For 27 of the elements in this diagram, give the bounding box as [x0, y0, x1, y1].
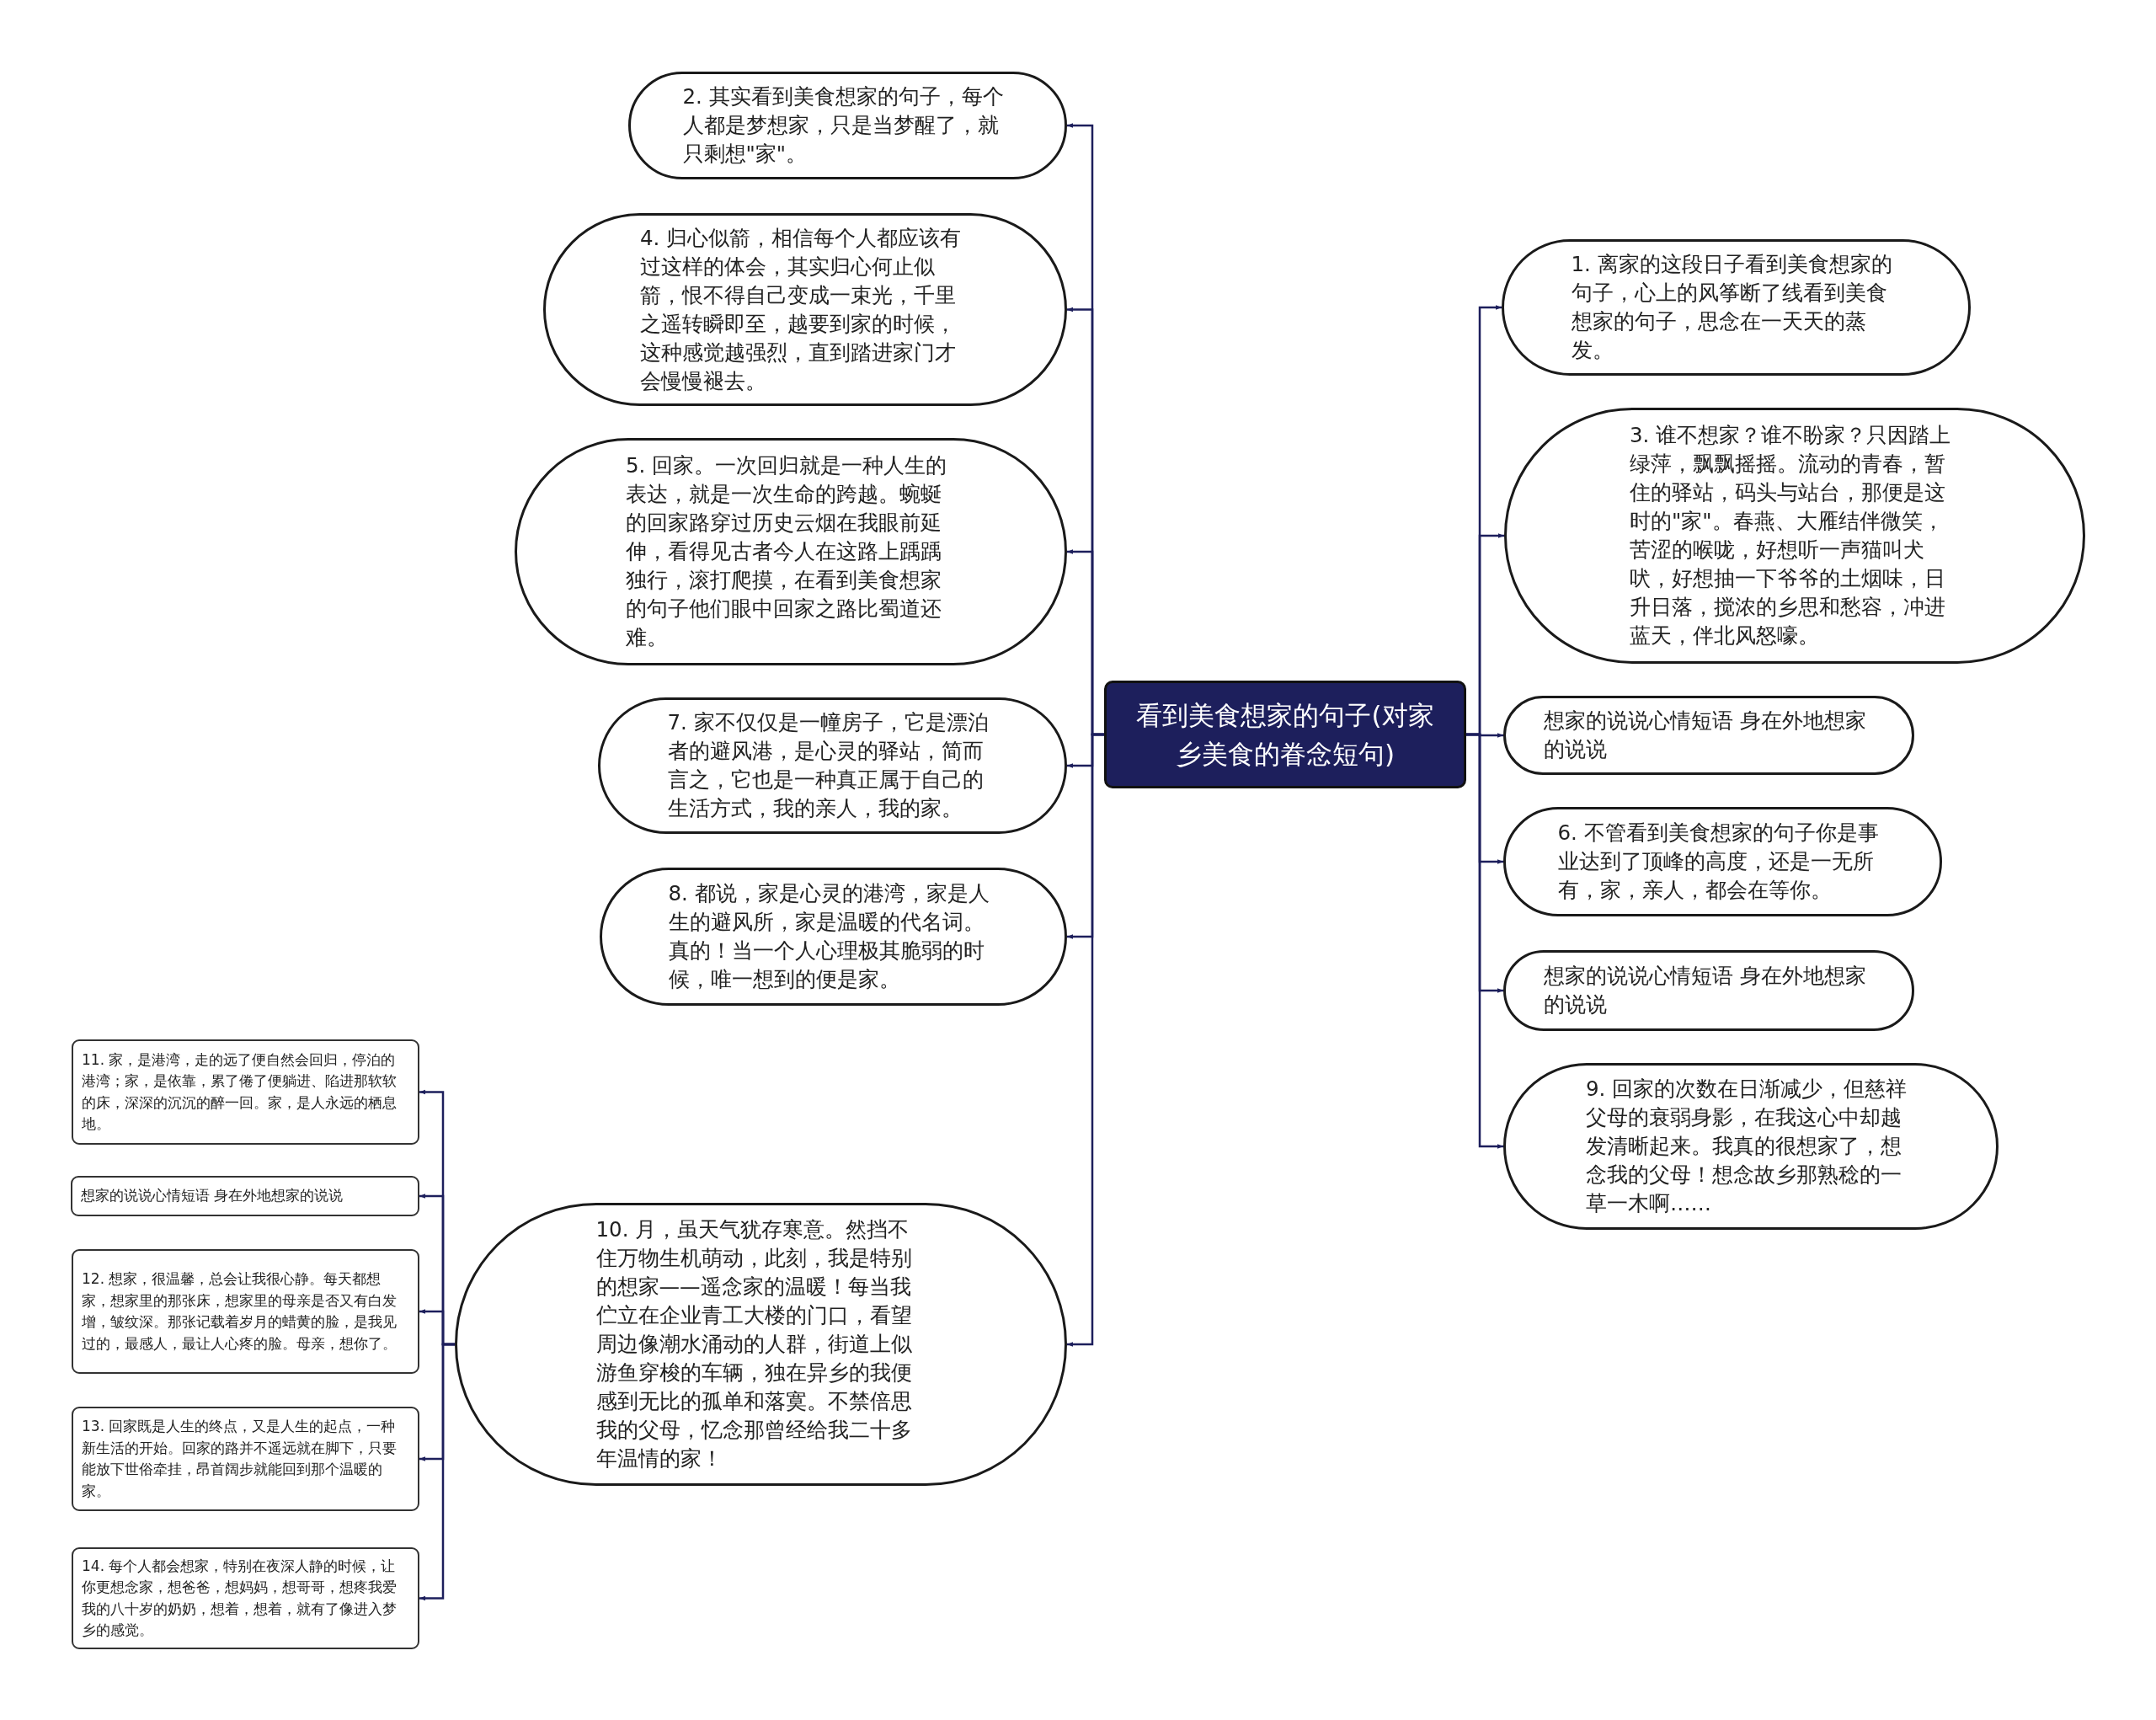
node-text: 13. 回家既是人生的终点，又是人生的起点，一种新生活的开始。回家的路并不遥远就在脚下，只要能放下世俗牵挂，昂首阔步就能回到那个温暖的家。: [82, 1417, 398, 1501]
node-text: 5. 回家。一次回归就是一种人生的表达，就是一次生命的跨越。蜿蜒的回家路穿过历史云烟在我眼前延伸，看得见古者今人在这路上踽踽独行，滚打爬摸，在看到美食想家的句子他们眼中回家之路比蜀道还难。: [626, 452, 948, 651]
connector-arrow: [1067, 733, 1104, 1347]
node-text: 3. 谁不想家？谁不盼家？只因踏上绿萍，飘飘摇摇。流动的青春，暂住的驿站，码头与站台，那便是这时的"家"。春燕、大雁结伴微笑，苦涩的喉咙，好想听一声猫叫犬吠，好想抽一下爷爷的土烟味，日升日落，搅浓的乡思和愁容，冲进蓝天，伴北风怒嚎。: [1630, 422, 1952, 649]
connector-arrow: [1466, 733, 1503, 1149]
subtopic-box: [72, 1407, 419, 1511]
node-text: 看到美食想家的句子(对家乡美食的眷念短句): [1135, 699, 1435, 771]
subtopic-box: [72, 1249, 419, 1374]
node-text: 9. 回家的次数在日渐减少，但慈祥父母的衰弱身影，在我这心中却越发清晰起来。我真的很想家了，想念我的父母！想念故乡那熟稔的一草一木啊……: [1586, 1076, 1908, 1217]
node-text: 12. 想家，很温馨，总会让我很心静。每天都想家，想家里的那张床，想家里的母亲是否又有白发增，皱纹深。那张记载着岁月的蜡黄的脸，是我见过的，最感人，最让人心疼的脸。母亲，想你了。: [82, 1269, 398, 1354]
subtopic-box: [72, 1039, 419, 1145]
node-text: 7. 家不仅仅是一幢房子，它是漂泊者的避风港，是心灵的驿站，简而言之，它也是一种真正属于自己的生活方式，我的亲人，我的家。: [667, 709, 990, 822]
node-text: 6. 不管看到美食想家的句子你是事业达到了顶峰的高度，还是一无所有，家，亲人，都会在等你。: [1557, 820, 1880, 904]
node-text: 4. 归心似箭，相信每个人都应该有过这样的体会，其实归心何止似箭，恨不得自己变成一束光，千里之遥转瞬即至，越要到家的时候，这种感觉越强烈，直到踏进家门才会慢慢褪去。: [640, 224, 963, 395]
node-text: 想家的说说心情短语 身在外地想家的说说: [1544, 708, 1867, 763]
node-text: 14. 每个人都会想家，特别在夜深人静的时候，让你更想念家，想爸爸，想妈妈，想哥哥，想疼我爱我的八十岁的奶奶，想着，想着，就有了像进入梦乡的感觉。: [82, 1556, 398, 1640]
node-text: 想家的说说心情短语 身在外地想家的说说: [1544, 963, 1867, 1018]
subtopic-box: [71, 1176, 419, 1216]
node-text: 10. 月，虽天气犹存寒意。然挡不住万物生机萌动，此刻，我是特别的想家——遥念家的温暖！每当我伫立在企业青工大楼的门口，看望周边像潮水涌动的人群，街道上似游鱼穿梭的车辆，独在异乡的我便感到无比的孤单和落寞。不禁倍思我的父母，忆念那曾经给我二十多年温情的家！: [595, 1216, 913, 1472]
connector-arrow: [419, 1343, 455, 1601]
node-text: 8. 都说，家是心灵的港湾，家是人生的避风所，家是温暖的代名词。真的！当一个人心理极其脆弱的时候，唯一想到的便是家。: [668, 880, 990, 993]
node-text: 想家的说说心情短语 身在外地想家的说说: [81, 1186, 344, 1206]
central-topic-box: [1104, 681, 1466, 788]
subtopic-box: [72, 1547, 419, 1649]
node-text: 1. 离家的这段日子看到美食想家的句子，心上的风筝断了线看到美食想家的句子，思念在一天天的蒸发。: [1571, 251, 1893, 364]
node-text: 11. 家，是港湾，走的远了便自然会回归，停泊的港湾；家，是依靠，累了倦了便躺进、陷进那软软的床，深深的沉沉的醉一回。家，是人永远的栖息地。: [82, 1050, 398, 1134]
node-text: 2. 其实看到美食想家的句子，每个人都是梦想家，只是当梦醒了，就只剩想"家"。: [682, 83, 1005, 168]
